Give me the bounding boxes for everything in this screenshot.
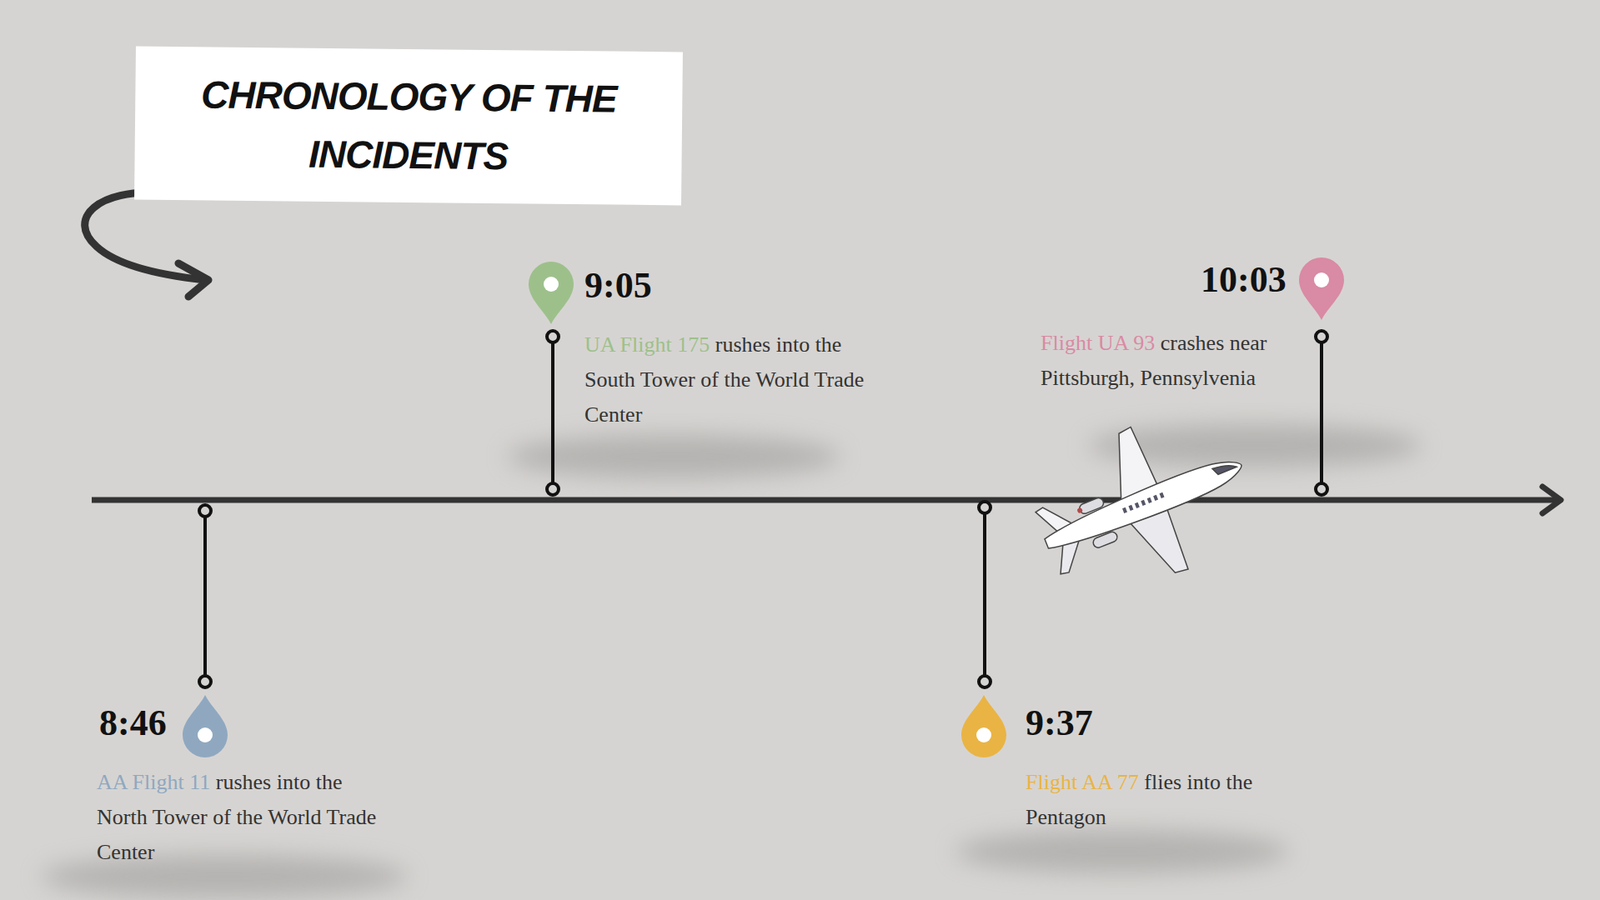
space	[1138, 770, 1145, 795]
event-time: 10:03	[1200, 259, 1287, 301]
drop-pin	[961, 695, 1007, 758]
space	[709, 332, 716, 357]
event-description: AA Flight 11 rushes into the North Tower…	[96, 765, 397, 871]
flight-name: Flight AA 77	[1025, 770, 1139, 795]
arrow-head	[178, 263, 209, 297]
event-time: 9:05	[584, 265, 653, 307]
space	[210, 770, 216, 795]
event-description: Flight UA 93 crashes near Pittsburgh, Pe…	[1040, 326, 1308, 397]
title-box: CHRONOLOGY OF THE INCIDENTS	[134, 46, 683, 206]
plane-illustration	[1018, 394, 1271, 616]
flight-name: UA Flight 175	[584, 332, 710, 357]
space	[1154, 331, 1161, 356]
event-time: 9:37	[1025, 702, 1094, 745]
flight-name: AA Flight 11	[96, 770, 211, 795]
map-pin	[1299, 257, 1345, 321]
shadow	[506, 435, 841, 479]
timeline-axis	[91, 497, 1558, 504]
flight-name: Flight UA 93	[1040, 331, 1155, 356]
axis-arrow-head	[1542, 486, 1561, 514]
event-time: 8:46	[99, 702, 167, 745]
shadow	[955, 830, 1290, 874]
event-description: UA Flight 175 rushes into the South Towe…	[584, 327, 893, 433]
drop-pin	[182, 695, 228, 758]
shadow	[40, 855, 408, 899]
stems	[199, 331, 1328, 688]
title: CHRONOLOGY OF THE INCIDENTS	[159, 65, 658, 187]
event-description: Flight AA 77 flies into the Pentagon	[1025, 765, 1310, 836]
map-pin	[528, 261, 574, 325]
